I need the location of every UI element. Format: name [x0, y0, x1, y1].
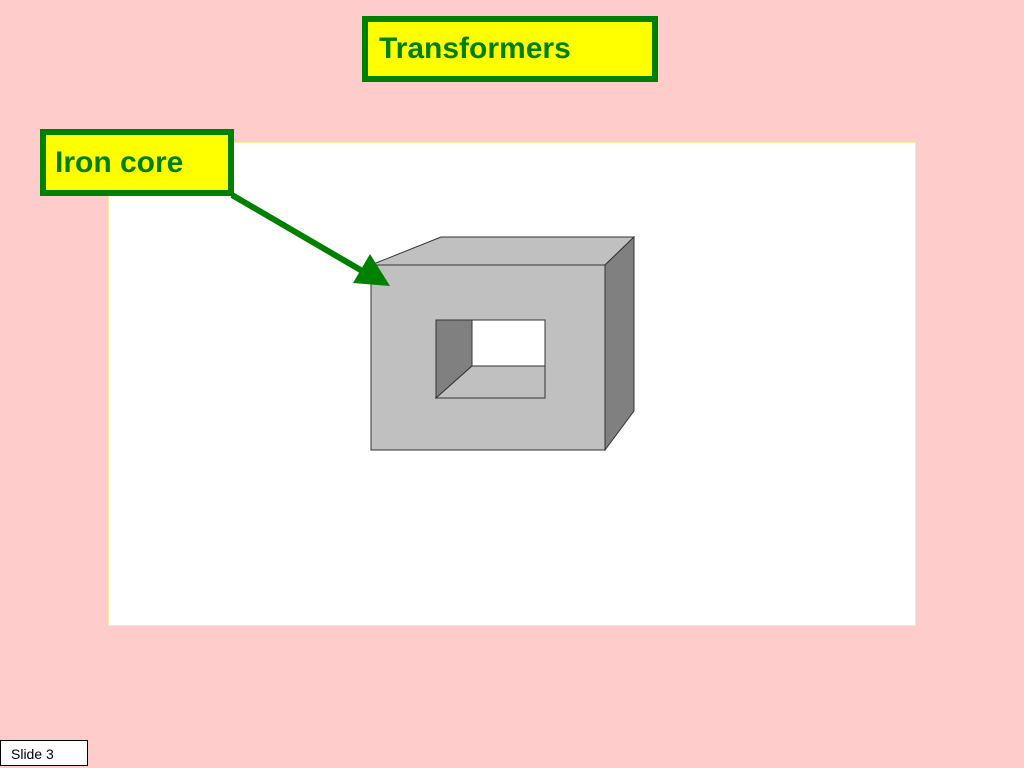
core-window-frame: [435, 319, 546, 399]
arrow-shaft: [230, 192, 366, 275]
iron-core-icon: [370, 235, 636, 452]
arrow-head: [353, 254, 390, 286]
iron-core-label-box: Iron core: [40, 129, 234, 196]
arrow-icon: [230, 192, 390, 286]
iron-core-label: Iron core: [55, 146, 184, 179]
page-title: Transformers: [379, 32, 571, 65]
core-window-opening: [471, 319, 546, 367]
slide-number: Slide 3: [0, 740, 88, 766]
core-top-face: [370, 236, 636, 266]
core-side-face: [604, 235, 635, 452]
title-box: Transformers: [362, 16, 658, 82]
